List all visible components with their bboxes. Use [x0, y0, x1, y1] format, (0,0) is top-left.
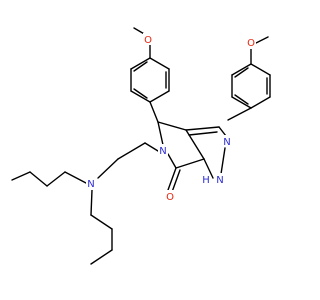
- bond-22: [149, 101, 159, 123]
- atom-nh-pyrazole-h: H: [202, 175, 210, 186]
- bond-23: [227, 107, 252, 121]
- molecule-structure: O O N N N H N O: [11, 27, 271, 265]
- bond-24: [157, 121, 187, 131]
- bond-13: [250, 63, 271, 76]
- bond-38: [97, 158, 119, 179]
- bond-40: [46, 171, 66, 187]
- bond-32: [188, 131, 218, 136]
- bond-30: [171, 169, 181, 193]
- bond-11: [255, 36, 269, 44]
- bond-37: [117, 142, 146, 160]
- bond-21: [234, 67, 249, 78]
- bond-36: [144, 142, 159, 152]
- molecule-canvas: O O N N N H N O: [11, 27, 271, 265]
- bond-20: [234, 94, 249, 105]
- atom-n-amine: N: [87, 179, 94, 190]
- atom-o-carbonyl: O: [166, 192, 174, 203]
- bond-42: [11, 171, 31, 181]
- bond-43: [90, 189, 93, 216]
- bond-15: [250, 96, 271, 109]
- bond-10: [133, 61, 148, 72]
- bond-9: [133, 88, 148, 99]
- bond-25: [157, 121, 164, 146]
- bond-31: [185, 126, 220, 131]
- bond-27: [175, 158, 205, 169]
- bond-39: [64, 171, 87, 184]
- bond-46: [90, 249, 113, 265]
- atom-nh-pyrazole-n: N: [216, 175, 223, 186]
- bond-41: [29, 171, 48, 187]
- bond-34: [220, 147, 226, 175]
- bond-16: [231, 96, 252, 109]
- bond-44: [90, 214, 113, 230]
- atom-label-layer: O O N N N H N O: [86, 33, 256, 203]
- bond-5: [130, 90, 151, 103]
- bond-4: [149, 90, 170, 103]
- atom-n-pyrazole: N: [223, 137, 230, 148]
- bond-29: [167, 167, 177, 191]
- atom-n-pyrrolidinone: N: [159, 146, 166, 157]
- atom-o-methoxy-right: O: [247, 38, 255, 49]
- bond-2: [149, 57, 170, 70]
- bond-35: [203, 158, 214, 179]
- atom-o-methoxy-left: O: [144, 35, 152, 46]
- bond-18: [231, 63, 252, 76]
- bond-7: [130, 57, 151, 70]
- bond-26: [167, 153, 177, 169]
- bond-layer: [11, 27, 271, 265]
- bond-33: [218, 126, 227, 137]
